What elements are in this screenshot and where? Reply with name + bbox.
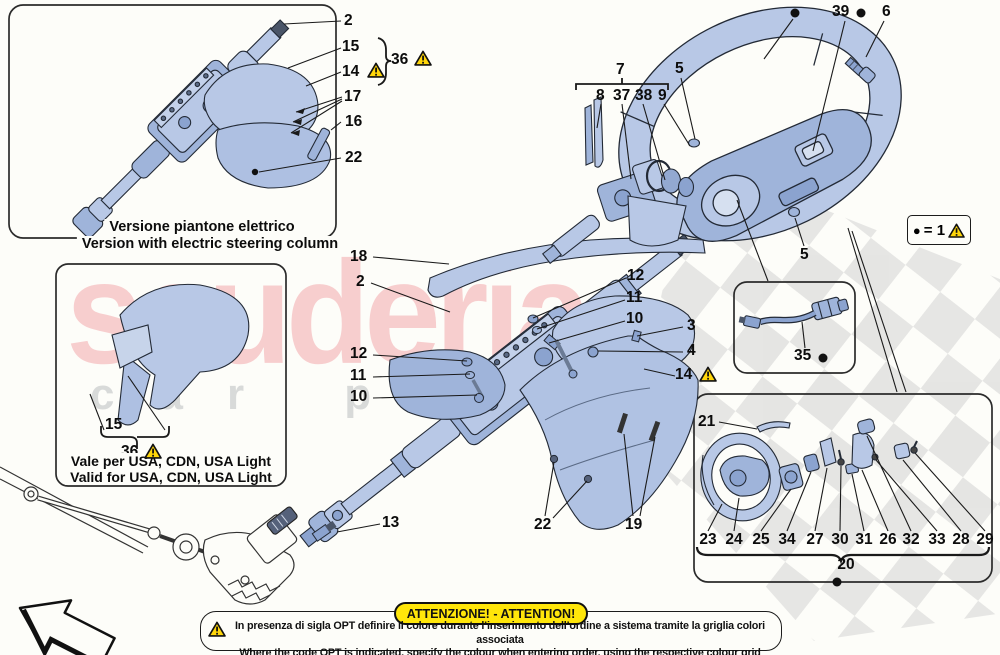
callout-2: 2 (344, 12, 353, 29)
callout-6: 6 (882, 3, 891, 20)
callout-19: 19 (625, 516, 643, 533)
warning-icon (414, 50, 432, 71)
quantity-dots (251, 8, 866, 587)
callout-12-right: 12 (627, 267, 645, 284)
electric-column-drawing (72, 19, 332, 238)
usa-caption-en: Valid for USA, CDN, USA Light (65, 469, 277, 485)
leader-lines (89, 18, 986, 533)
callout-11-right: 11 (626, 289, 643, 306)
exploded-box-border (693, 393, 993, 583)
callout-25: 25 (752, 531, 770, 548)
callout-12-left: 12 (350, 345, 368, 362)
usa-caption-it: Vale per USA, CDN, USA Light (65, 453, 277, 469)
callout-2-main: 2 (356, 273, 365, 290)
callout-14: 14 (342, 63, 360, 80)
cable-35-drawing (738, 296, 849, 329)
callout-31: 31 (855, 531, 873, 548)
direction-arrow (18, 599, 116, 655)
usa-callout-15: 15 (105, 416, 123, 433)
callout-18: 18 (350, 248, 368, 265)
callout-39: 39 (832, 3, 850, 20)
callout-7: 7 (616, 61, 625, 78)
warning-icon (699, 366, 717, 387)
trim-strip-16 (307, 127, 331, 161)
callout-36: 36 (391, 51, 409, 68)
callout-17: 17 (344, 88, 362, 105)
attention-title-pill: ATTENZIONE! - ATTENTION! (394, 602, 588, 625)
callout-10-right: 10 (626, 310, 644, 327)
upper-shroud-15 (203, 63, 319, 143)
attention-line-it: In presenza di sigla OPT definire il col… (235, 620, 765, 646)
callout-27: 27 (806, 531, 824, 548)
callout-11-left: 11 (350, 367, 367, 384)
cable-box-border (733, 281, 856, 374)
rack-input-shaft (266, 506, 298, 535)
callout-16: 16 (345, 113, 363, 130)
callout-29: 29 (976, 531, 994, 548)
warning-icon (144, 443, 162, 464)
steering-rack-drawing (0, 466, 298, 605)
warning-icon (367, 62, 385, 83)
callout-15: 15 (342, 38, 360, 55)
callout-34: 34 (778, 531, 796, 548)
trim-strip-21 (756, 421, 791, 433)
callout-5-horn: 5 (800, 246, 809, 263)
steering-wheel-drawing (541, 6, 902, 265)
callout-24: 24 (725, 531, 743, 548)
callout-13: 13 (382, 514, 400, 531)
quantity-legend: ● = 1 (907, 215, 971, 245)
callout-9: 9 (658, 87, 667, 104)
callout-3: 3 (687, 317, 696, 334)
callout-38: 38 (635, 87, 653, 104)
attention-note: ATTENZIONE! - ATTENTION! In presenza di … (200, 602, 782, 655)
callout-10-left: 10 (350, 388, 368, 405)
callout-33: 33 (928, 531, 946, 548)
callout-32: 32 (902, 531, 920, 548)
callout-14-main: 14 (675, 366, 693, 383)
callout-26: 26 (879, 531, 897, 548)
callout-20: 20 (837, 556, 855, 573)
callout-5-cap: 5 (675, 60, 684, 77)
quantity-dot-icon: ● (912, 222, 921, 238)
usa-shroud-drawing (111, 283, 250, 426)
callout-22-main: 22 (534, 516, 552, 533)
electric-caption-en: Version with electric steering column (76, 236, 344, 252)
legend-equals: = 1 (923, 221, 946, 239)
callout-4: 4 (687, 342, 696, 359)
lower-shroud-14 (215, 122, 332, 189)
electric-caption-it: Versione piantone elettrico (104, 219, 300, 235)
callout-30: 30 (831, 531, 849, 548)
screw-6 (844, 56, 876, 84)
exploded-wheel-drawing (700, 418, 918, 522)
group-braces (100, 37, 991, 565)
bolt-13 (311, 520, 337, 542)
attention-line-en: Where the code OPT is indicated, specify… (239, 647, 761, 655)
warning-icon (948, 223, 965, 238)
callout-21: 21 (698, 413, 716, 430)
callout-35: 35 (794, 347, 812, 364)
warning-icon (208, 621, 226, 642)
callout-23: 23 (699, 531, 717, 548)
callout-37: 37 (613, 87, 631, 104)
usa-version-box-border (55, 263, 287, 487)
callout-8: 8 (596, 87, 605, 104)
callout-28: 28 (952, 531, 970, 548)
callout-22: 22 (345, 149, 363, 166)
leader-arrowheads (291, 108, 305, 136)
